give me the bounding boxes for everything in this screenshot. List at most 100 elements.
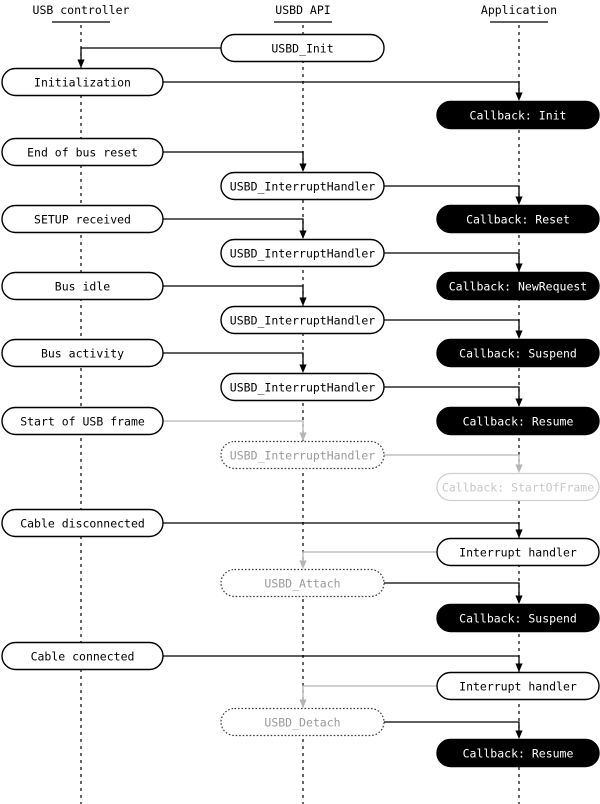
- connection-c13: [163, 522, 520, 530]
- lane-headers-layer: USB controller USBD API Application: [33, 3, 557, 23]
- arrowhead-c06: [515, 263, 523, 272]
- node-n06[interactable]: SETUP received: [1, 204, 164, 234]
- connection-c03: [163, 151, 304, 164]
- node-label-n02: Initialization: [34, 76, 131, 90]
- lane-header-application: Application: [481, 3, 557, 17]
- node-n12[interactable]: Bus activity: [1, 338, 164, 368]
- node-n03[interactable]: Callback: Init: [436, 100, 600, 130]
- node-n26[interactable]: Callback: Resume: [436, 738, 600, 768]
- node-label-n17: USBD_InterruptHandler: [230, 449, 375, 463]
- arrowhead-c05: [299, 230, 307, 239]
- node-n09[interactable]: Bus idle: [1, 271, 164, 301]
- node-label-n18: Callback: StartOfFrame: [442, 481, 594, 495]
- node-shape-n23: [1, 641, 164, 671]
- node-n04[interactable]: End of bus reset: [1, 137, 164, 167]
- connection-c14: [302, 551, 437, 561]
- arrowhead-c10: [515, 398, 523, 407]
- node-shape-n03: [436, 100, 600, 130]
- node-n02[interactable]: Initialization: [1, 67, 164, 97]
- node-shape-n01: [220, 33, 385, 63]
- connection-c09: [163, 352, 304, 365]
- node-shape-n17: [220, 440, 385, 470]
- node-n24[interactable]: Interrupt handler: [436, 671, 600, 701]
- node-label-n04: End of bus reset: [27, 146, 138, 160]
- node-n10[interactable]: Callback: NewRequest: [436, 271, 600, 301]
- node-n08[interactable]: USBD_InterruptHandler: [220, 238, 385, 268]
- node-label-n26: Callback: Resume: [463, 747, 574, 761]
- node-shape-n21: [220, 568, 385, 598]
- arrowhead-c18: [515, 730, 523, 739]
- arrowhead-c09: [299, 364, 307, 373]
- node-n16[interactable]: Callback: Resume: [436, 406, 600, 436]
- arrowhead-c12: [515, 464, 523, 473]
- arrowhead-c11: [299, 432, 307, 441]
- node-shape-n25: [220, 707, 385, 737]
- node-n15[interactable]: Start of USB frame: [1, 406, 164, 436]
- node-label-n19: Cable disconnected: [20, 517, 145, 531]
- node-shape-n06: [1, 204, 164, 234]
- node-shape-n20: [436, 537, 600, 567]
- arrowhead-c15: [515, 595, 523, 604]
- node-label-n08: USBD_InterruptHandler: [230, 247, 375, 261]
- node-shape-n11: [220, 305, 385, 335]
- node-shape-n10: [436, 271, 600, 301]
- node-label-n09: Bus idle: [55, 280, 110, 294]
- node-n19[interactable]: Cable disconnected: [1, 508, 164, 538]
- node-label-n20: Interrupt handler: [459, 546, 577, 560]
- connection-c10: [384, 386, 520, 399]
- node-n22[interactable]: Callback: Suspend: [436, 603, 600, 633]
- node-n23[interactable]: Cable connected: [1, 641, 164, 671]
- connection-c04: [384, 185, 520, 197]
- connection-c12: [384, 454, 520, 465]
- node-shape-n07: [436, 204, 600, 234]
- connection-c08: [384, 319, 520, 331]
- node-label-n03: Callback: Init: [470, 109, 567, 123]
- node-n21[interactable]: USBD_Attach: [220, 568, 385, 598]
- node-n14[interactable]: USBD_InterruptHandler: [220, 372, 385, 402]
- node-n01[interactable]: USBD_Init: [220, 33, 385, 63]
- node-shape-n22: [436, 603, 600, 633]
- node-n05[interactable]: USBD_InterruptHandler: [220, 171, 385, 201]
- node-shape-n12: [1, 338, 164, 368]
- connection-c15: [384, 582, 520, 596]
- node-n25[interactable]: USBD_Detach: [220, 707, 385, 737]
- node-label-n11: USBD_InterruptHandler: [230, 314, 375, 328]
- node-label-n14: USBD_InterruptHandler: [230, 381, 375, 395]
- lane-header-usbd-api: USBD API: [275, 3, 330, 17]
- node-n20[interactable]: Interrupt handler: [436, 537, 600, 567]
- node-label-n13: Callback: Suspend: [459, 347, 577, 361]
- node-n17[interactable]: USBD_InterruptHandler: [220, 440, 385, 470]
- node-label-n06: SETUP received: [34, 213, 131, 227]
- node-shape-n08: [220, 238, 385, 268]
- connection-c06: [384, 252, 520, 264]
- arrowhead-c17: [299, 699, 307, 708]
- connection-c01: [80, 47, 221, 60]
- node-shape-n05: [220, 171, 385, 201]
- node-shape-n16: [436, 406, 600, 436]
- node-label-n07: Callback: Reset: [466, 213, 570, 227]
- node-n18[interactable]: Callback: StartOfFrame: [436, 472, 600, 502]
- arrowhead-c04: [515, 196, 523, 205]
- connection-c07: [163, 285, 304, 298]
- node-label-n10: Callback: NewRequest: [449, 280, 587, 294]
- arrowhead-c07: [299, 297, 307, 306]
- arrowhead-c08: [515, 330, 523, 339]
- lane-header-usb-controller: USB controller: [33, 3, 130, 17]
- node-n13[interactable]: Callback: Suspend: [436, 338, 600, 368]
- arrowhead-c14: [299, 560, 307, 569]
- connection-c16: [163, 655, 520, 664]
- connection-c11: [163, 420, 304, 433]
- node-n07[interactable]: Callback: Reset: [436, 204, 600, 234]
- node-n11[interactable]: USBD_InterruptHandler: [220, 305, 385, 335]
- arrowhead-c16: [515, 663, 523, 672]
- node-label-n05: USBD_InterruptHandler: [230, 180, 375, 194]
- arrowhead-c03: [299, 163, 307, 172]
- connection-c02: [163, 81, 520, 93]
- node-label-n25: USBD_Detach: [264, 716, 340, 730]
- connections-layer: [77, 47, 523, 739]
- node-shape-n18: [436, 472, 600, 502]
- connection-c17: [302, 685, 437, 700]
- node-label-n01: USBD_Init: [271, 42, 333, 56]
